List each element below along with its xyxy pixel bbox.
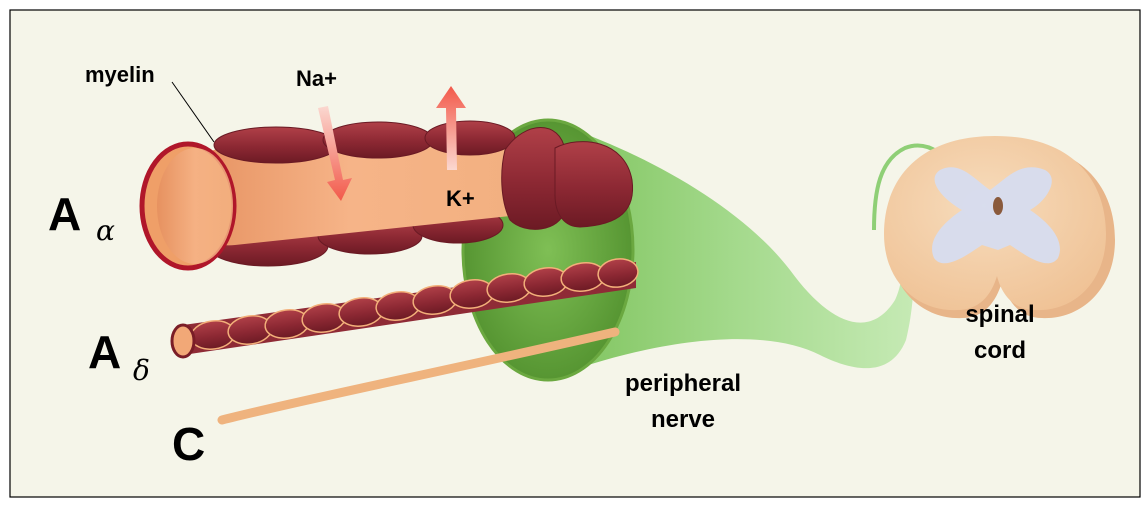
spinal-cord-label-line1: spinal	[965, 301, 1034, 328]
peripheral-nerve-label-line1: peripheral	[625, 370, 741, 397]
peripheral-nerve-label-line2: nerve	[651, 406, 715, 433]
svg-text:α: α	[96, 214, 115, 247]
central-canal	[993, 197, 1003, 215]
c-fiber-label: C	[172, 418, 205, 470]
svg-text:δ: δ	[133, 354, 150, 387]
na-label: Na+	[296, 66, 337, 91]
svg-text:A: A	[48, 188, 81, 240]
svg-text:A: A	[88, 326, 121, 378]
k-label: K+	[446, 186, 475, 211]
spinal-cord-label-line2: cord	[974, 337, 1026, 364]
myelin-label: myelin	[85, 62, 155, 87]
